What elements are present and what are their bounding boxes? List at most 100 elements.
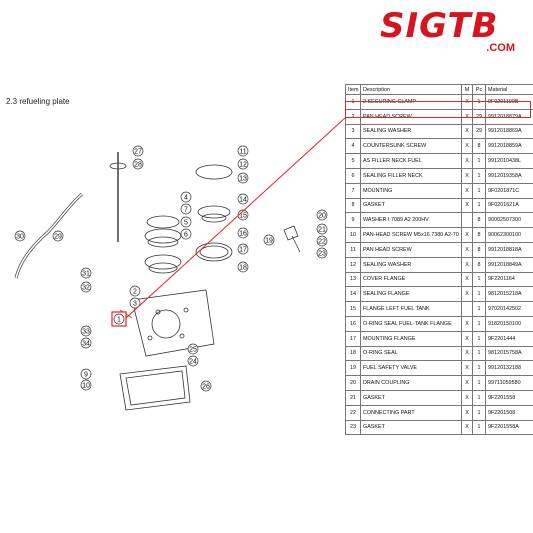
svg-text:7: 7 (184, 207, 188, 214)
cell-description: SEALING WASHER (360, 256, 462, 273)
cell-pc: 8 (472, 241, 486, 258)
cell-description: GASKET (360, 389, 462, 406)
svg-text:1: 1 (117, 317, 121, 324)
cell-material: 9F2201164 (485, 271, 533, 288)
cell-pc: 1 (472, 315, 486, 332)
cell-material: 9912010438L (485, 153, 533, 169)
svg-text:16: 16 (239, 231, 247, 238)
exploded-parts-diagram: 27 28 7 5 6 31 32 2 3 1 33 34 9 10 25 24… (14, 145, 328, 411)
callout-21: 21 (316, 223, 328, 235)
table-header-row: Item Description M Pc Material (345, 84, 533, 95)
cell-item: 5 (345, 153, 361, 169)
logo-wordmark: SIGTB (380, 6, 499, 46)
cell-material: 99120132188 (485, 360, 533, 377)
svg-text:12: 12 (239, 162, 247, 169)
callout-2: 2 (129, 285, 141, 297)
column-header-material: Material (485, 84, 533, 95)
callout-4: 4 (180, 191, 192, 203)
cell-item: 11 (345, 241, 361, 258)
column-header-description: Description (360, 84, 462, 95)
cell-item: 4 (345, 138, 361, 155)
cell-pc: 8 (472, 138, 486, 155)
callout-26: 26 (200, 380, 212, 392)
svg-text:4: 4 (184, 195, 188, 202)
cell-description: MOUNTING FLANGE (360, 330, 462, 347)
cell-m: X (461, 123, 473, 140)
cell-m: X (461, 419, 473, 436)
svg-text:19: 19 (265, 238, 273, 245)
cell-material: 9912018849A (485, 256, 533, 273)
callout-16: 16 (237, 227, 249, 239)
cell-m: X (461, 241, 473, 258)
cell-m: X (461, 360, 473, 377)
column-header-item: Item (345, 84, 361, 95)
cell-description: AS FILLER NECK FUEL (360, 153, 462, 169)
cell-m (461, 212, 473, 229)
cell-material: 91820150100 (485, 315, 533, 332)
cell-pc: 1 (472, 419, 486, 436)
cell-material: 9F0201871C (485, 182, 533, 199)
cell-pc: 1 (472, 404, 486, 421)
cell-m: X (461, 256, 473, 273)
section-title: 2.3 refueling plate (6, 97, 70, 106)
cell-item: 7 (345, 182, 361, 199)
cell-item: 14 (345, 286, 361, 303)
svg-text:17: 17 (239, 247, 247, 254)
svg-text:15: 15 (239, 213, 247, 220)
cell-description: WASHER I 7089 A2 200HV (360, 212, 462, 229)
cell-item: 22 (345, 404, 361, 421)
svg-text:9: 9 (84, 372, 88, 379)
callout-34: 34 (80, 337, 92, 349)
column-header-m: M (461, 84, 473, 95)
svg-text:31: 31 (82, 271, 90, 278)
callout-24: 24 (187, 355, 199, 367)
cover-flange (195, 164, 233, 180)
callout-29: 29 (52, 230, 64, 242)
cell-material: 99711059580 (485, 375, 533, 391)
svg-text:27: 27 (134, 149, 142, 156)
callout-9: 9 (80, 368, 92, 380)
cell-material: 9912018859A (485, 138, 533, 155)
callout-19: 19 (263, 234, 275, 246)
cell-description: COUNTERSUNK SCREW (360, 138, 462, 155)
callout-30: 30 (14, 230, 26, 242)
callout-12: 12 (237, 158, 249, 170)
site-logo[interactable]: SIGTB .COM (380, 8, 515, 54)
cell-item: 10 (345, 227, 361, 243)
svg-text:2: 2 (133, 289, 137, 296)
cell-item: 6 (345, 167, 361, 184)
refueling-plate (131, 289, 215, 357)
callout-18: 18 (237, 261, 249, 273)
cell-description: DRAIN COUPLING (360, 375, 462, 391)
cell-material: 9812015218A (485, 286, 533, 303)
svg-text:10: 10 (82, 383, 90, 390)
callout-27: 27 (132, 145, 144, 157)
cell-pc: 1 (472, 153, 486, 169)
cell-description: MOUNTING (360, 182, 462, 199)
cell-material: 97020142502 (485, 301, 533, 317)
svg-text:5: 5 (184, 220, 188, 227)
callout-3: 3 (129, 297, 141, 309)
